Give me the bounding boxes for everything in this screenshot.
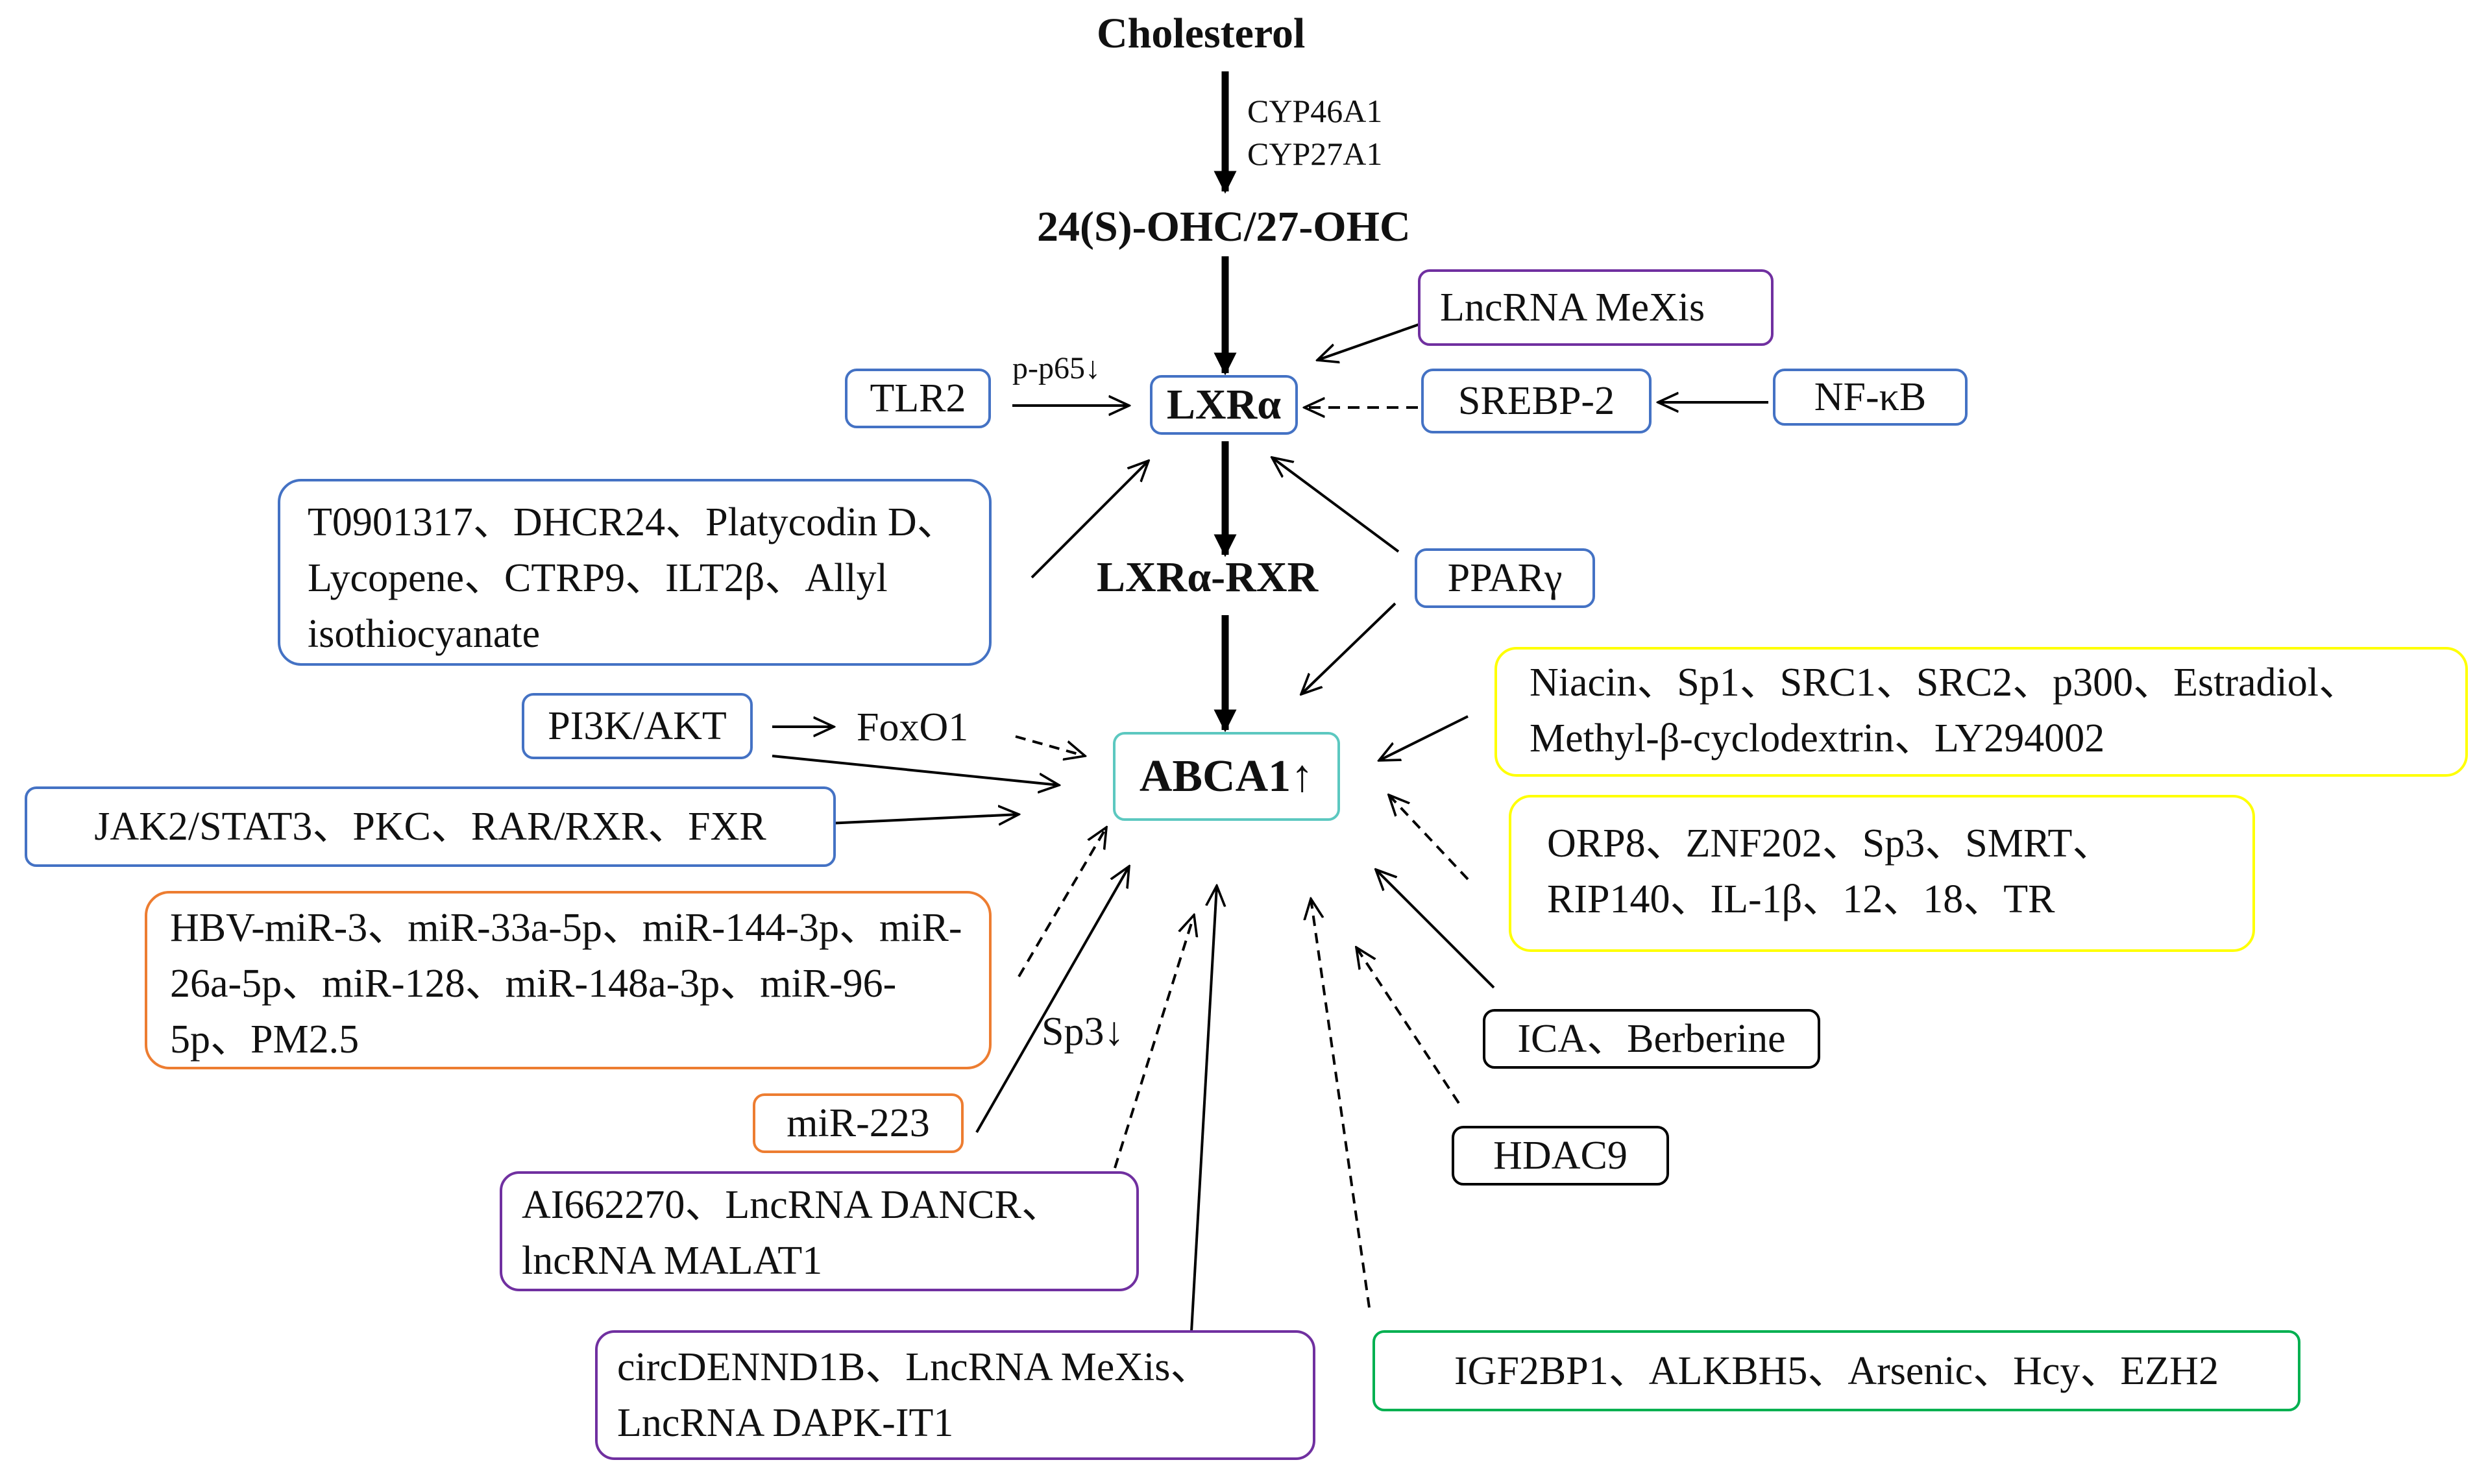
srebp2-box: SREBP-2: [1421, 369, 1652, 433]
cholesterol-label: Cholesterol: [1097, 10, 1306, 57]
arrow-orp8-to-abca1: [1389, 795, 1469, 881]
p-p65-annotation: p-p65↓: [1012, 351, 1101, 385]
arrow-niacin-to-abca1: [1379, 715, 1469, 760]
arrow-mir223-to-abca1: [975, 866, 1129, 1133]
sp3-annotation: Sp3↓: [1042, 1010, 1125, 1054]
tlr2-box: TLR2: [845, 369, 991, 428]
nfkb-box: NF-κB: [1773, 369, 1968, 426]
arrow-circdennd-to-abca1: [1189, 886, 1217, 1344]
arrow-lncrna-mexis-to-lxr: [1317, 317, 1438, 360]
foxo1-annotation: FoxO1: [857, 705, 969, 749]
lncrna-mexis-box: LncRNA MeXis: [1418, 269, 1774, 346]
hdac9-box: HDAC9: [1452, 1126, 1669, 1186]
cyp46a1-label: CYP46A1: [1247, 93, 1383, 129]
igf2bp1-group-box: IGF2BP1、ALKBH5、Arsenic、Hcy、EZH2: [1372, 1330, 2300, 1411]
abca1-node: ABCA1↑: [1113, 732, 1340, 821]
lxr-alpha-node: LXRα: [1150, 375, 1298, 435]
arrow-foxo1-to-abca1: [1015, 735, 1085, 756]
pi3k-akt-box: PI3K/AKT: [522, 693, 753, 759]
arrow-igf2bp1-to-abca1: [1311, 899, 1371, 1308]
lxr-rxr-label: LXRα-RXR: [1097, 553, 1319, 601]
ica-group-box: ICA、Berberine: [1483, 1009, 1820, 1069]
orp8-group-box: ORP8、ZNF202、Sp3、SMRT、RIP140、IL-1β、12、18、…: [1509, 795, 2255, 952]
niacin-group-box: Niacin、Sp1、SRC1、SRC2、p300、Estradiol、Meth…: [1494, 647, 2468, 777]
arrow-t0901317-to-lxr: [1031, 461, 1149, 579]
mirna-group-box: HBV-miR-3、miR-33a-5p、miR-144-3p、miR-26a-…: [145, 891, 992, 1069]
circdennd-group-box: circDENND1B、LncRNA MeXis、LncRNA DAPK-IT1: [595, 1330, 1315, 1460]
oxysterols-label: 24(S)-OHC/27-OHC: [1037, 203, 1411, 250]
arrow-jak2-to-abca1: [814, 814, 1019, 824]
arrow-ppar-to-lxr: [1272, 457, 1400, 553]
arrow-ai662270-to-abca1: [1114, 915, 1194, 1169]
ppar-gamma-box: PPARγ: [1415, 548, 1595, 608]
arrow-pi3k-to-abca1: [772, 755, 1059, 785]
t0901317-group-box: T0901317、DHCR24、Platycodin D、Lycopene、CT…: [278, 479, 992, 666]
cyp27a1-label: CYP27A1: [1247, 136, 1383, 172]
mir223-box: miR-223: [753, 1093, 964, 1153]
jak2-group-box: JAK2/STAT3、PKC、RAR/RXR、FXR: [25, 786, 836, 867]
ai662270-group-box: AI662270、LncRNA DANCR、lncRNA MALAT1: [500, 1171, 1139, 1291]
arrow-hdac9-to-abca1: [1356, 947, 1460, 1104]
arrow-mirna-to-abca1: [1018, 827, 1106, 978]
arrow-ica-to-abca1: [1376, 870, 1495, 989]
arrow-ppar-to-abca1: [1301, 602, 1396, 694]
